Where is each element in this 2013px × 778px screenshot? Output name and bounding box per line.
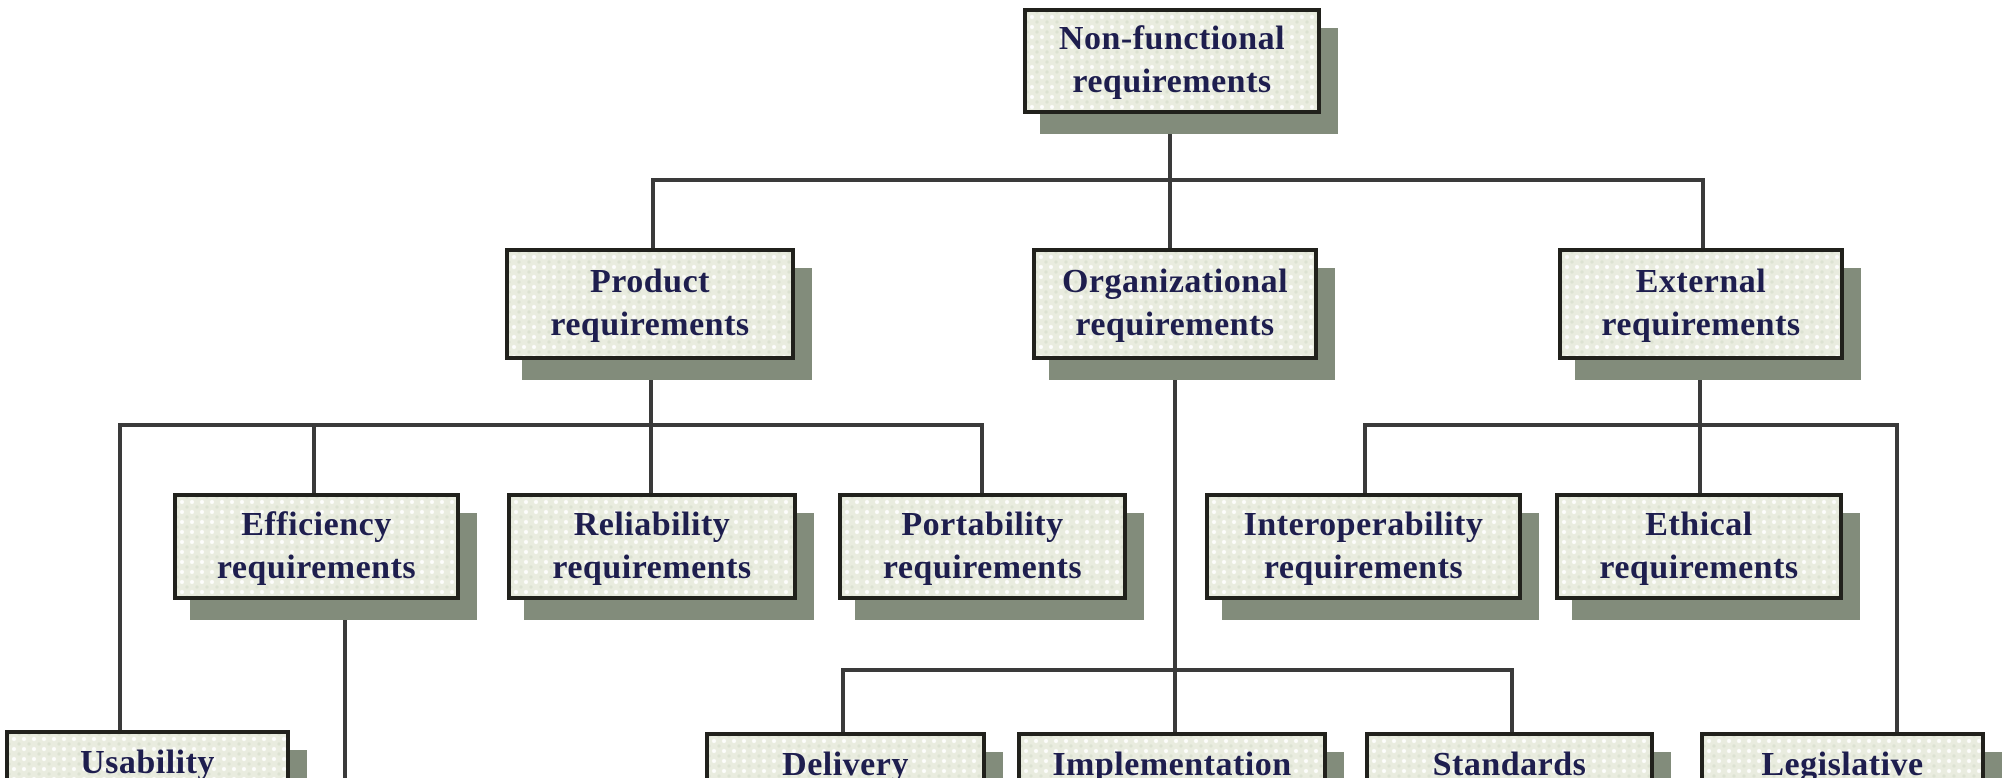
connector-line [841, 668, 1514, 672]
node-interoperability-requirements: Interoperability requirements [1205, 493, 1522, 600]
connector-line [651, 178, 1705, 182]
connector-line [118, 423, 984, 427]
connector-line [1363, 423, 1899, 427]
connector-line [1173, 358, 1177, 734]
node-non-functional-requirements: Non-functional requirements [1023, 8, 1321, 114]
node-delivery-requirements: Delivery [705, 732, 986, 778]
connector-line [841, 668, 845, 734]
node-organizational-requirements: Organizational requirements [1032, 248, 1318, 360]
node-reliability-requirements: Reliability requirements [507, 493, 797, 600]
node-legislative-requirements: Legislative [1700, 732, 1985, 778]
connector-line [651, 178, 655, 250]
connector-line [1510, 668, 1514, 734]
connector-line [312, 423, 316, 495]
node-efficiency-requirements: Efficiency requirements [173, 493, 460, 600]
node-product-requirements: Product requirements [505, 248, 795, 360]
node-portability-requirements: Portability requirements [838, 493, 1127, 600]
connector-line [118, 423, 122, 732]
connector-line [1168, 114, 1172, 250]
connector-line [1895, 423, 1899, 734]
connector-line [343, 598, 347, 778]
node-external-requirements: External requirements [1558, 248, 1844, 360]
node-standards-requirements: Standards [1365, 732, 1654, 778]
connector-line [980, 423, 984, 495]
node-ethical-requirements: Ethical requirements [1555, 493, 1843, 600]
connector-line [1701, 178, 1705, 250]
connector-line [1363, 423, 1367, 495]
node-usability-requirements: Usability [5, 730, 290, 778]
node-implementation-requirements: Implementation [1017, 732, 1327, 778]
